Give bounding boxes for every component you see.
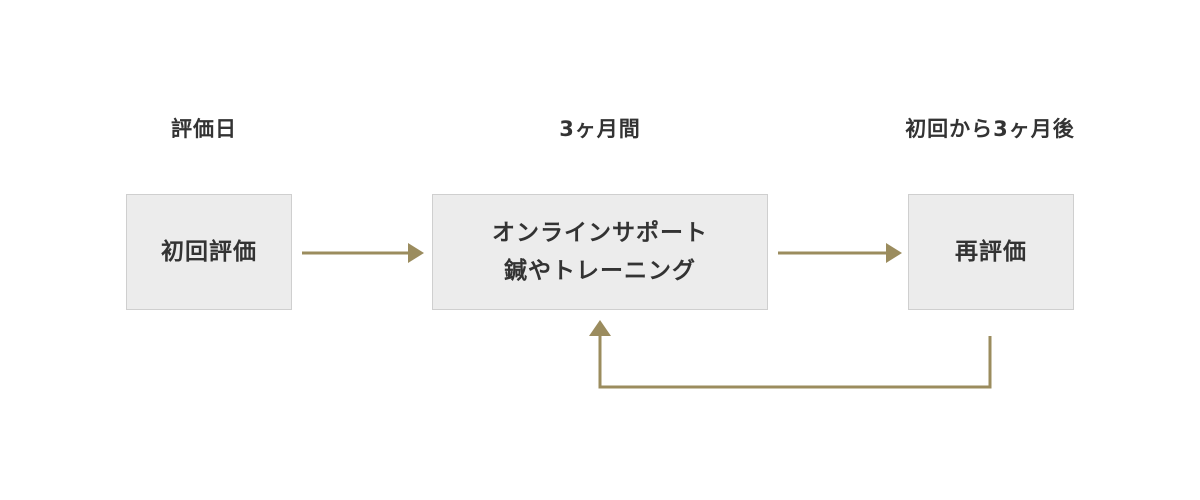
initial-evaluation-label: 初回評価	[161, 239, 257, 265]
re-evaluation-label: 再評価	[955, 239, 1027, 265]
heading-period: 3ヶ月間	[559, 117, 641, 141]
arrow-online-to-re-evaluation	[778, 243, 902, 263]
online-support-label: オンラインサポート	[492, 220, 708, 246]
initial-evaluation-box: 初回評価	[126, 194, 292, 310]
heading-evaluation-day: 評価日	[171, 117, 237, 141]
re-evaluation-box: 再評価	[908, 194, 1074, 310]
heading-after: 初回から3ヶ月後	[905, 117, 1075, 141]
arrow-loop-back	[589, 320, 992, 389]
arrow-initial-to-online	[302, 243, 424, 263]
training-label: 鍼やトレーニング	[504, 258, 696, 284]
online-support-box: オンラインサポート 鍼やトレーニング	[432, 194, 768, 310]
